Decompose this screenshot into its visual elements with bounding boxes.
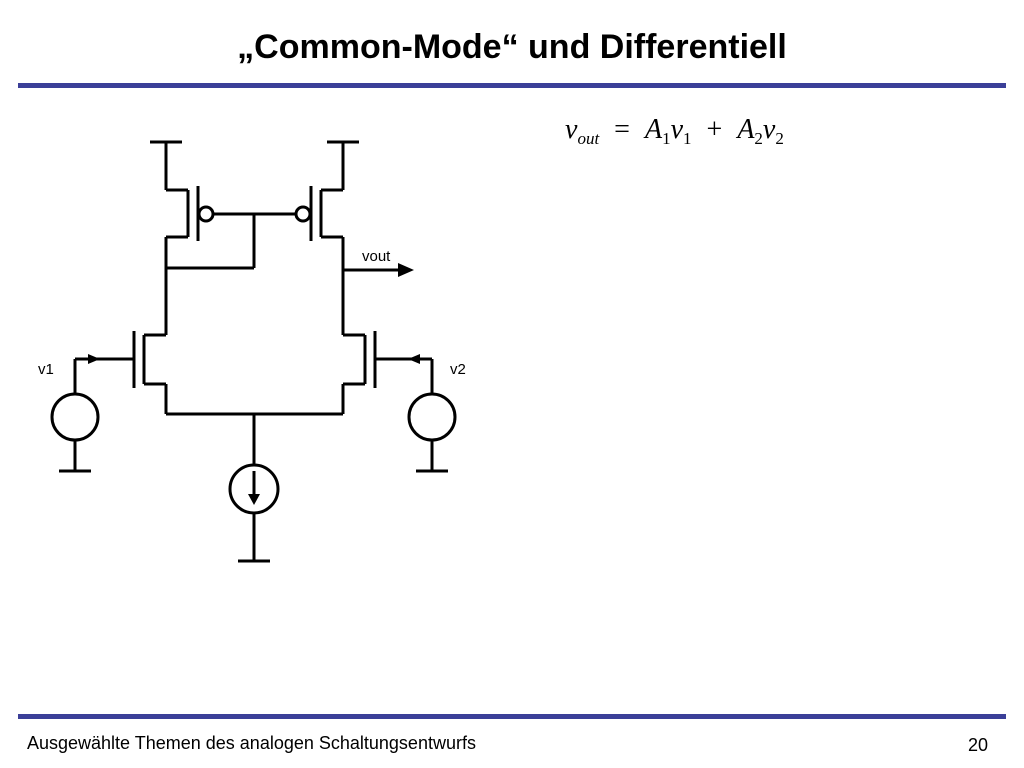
v1-label: v1 <box>38 361 54 378</box>
formula-v1-sub: 1 <box>683 129 692 148</box>
title-divider <box>18 83 1006 88</box>
v2-input-arrow-icon <box>408 354 420 364</box>
formula-v2-var: v <box>762 114 776 145</box>
formula-plus: + <box>706 114 723 145</box>
v1-input-arrow-icon <box>88 354 100 364</box>
footer-divider <box>18 714 1006 719</box>
output-equation: vout = A1v1 + A2v2 <box>565 114 784 149</box>
formula-a2-sub: 2 <box>754 129 763 148</box>
formula-a1-var: A <box>644 114 663 145</box>
formula-vout-sub: out <box>577 129 600 148</box>
footer-course-title: Ausgewählte Themen des analogen Schaltun… <box>27 733 476 753</box>
formula-a2-var: A <box>737 114 755 145</box>
page-number: 20 <box>967 735 988 755</box>
nmos-transistor-left <box>132 331 166 388</box>
v2-label: v2 <box>450 361 466 378</box>
pmos-transistor-right <box>294 186 343 241</box>
slide-title: „Common-Mode“ und Differentiell <box>237 28 787 66</box>
pmos-transistor-left <box>166 186 215 241</box>
v1-voltage-source <box>50 392 100 442</box>
formula-vout-var: v <box>565 114 578 145</box>
nmos-transistor-right <box>343 331 377 388</box>
v2-voltage-source <box>407 392 457 442</box>
vout-label: vout <box>362 248 391 265</box>
current-arrow-head-icon <box>248 494 260 505</box>
formula-a1-sub: 1 <box>662 129 671 148</box>
formula-v1-var: v <box>670 114 684 145</box>
formula-equals: = <box>614 114 630 145</box>
formula-v2-sub: 2 <box>775 129 784 148</box>
vout-arrow-icon <box>398 263 414 277</box>
